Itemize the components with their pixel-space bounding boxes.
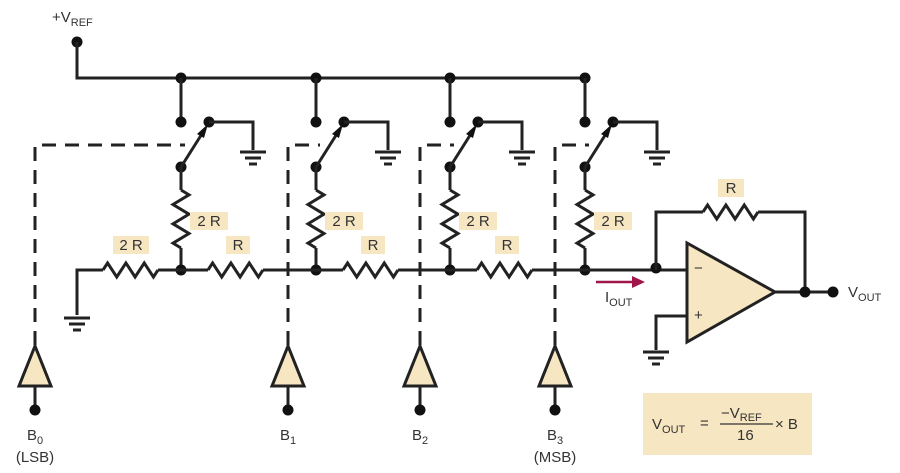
resistor-label-2r-bg xyxy=(325,212,363,230)
bit-sub: 3 xyxy=(557,435,563,447)
switch-arrow-icon xyxy=(466,124,477,138)
resistor-label-2r-bg xyxy=(113,236,149,254)
junction-dot xyxy=(799,286,811,298)
resistor xyxy=(574,188,596,250)
vref-label: +VREF xyxy=(52,9,93,29)
ground-icon xyxy=(64,316,90,332)
ground-icon xyxy=(644,150,670,166)
resistor-label-r-bg xyxy=(495,236,519,254)
formula-equals: = xyxy=(700,415,709,432)
resistor-label-2r: 2 R xyxy=(119,237,143,254)
resistor-label-2r-bg xyxy=(594,212,632,230)
buffer-icon xyxy=(401,341,439,388)
resistor xyxy=(341,260,400,280)
op-amp-minus: − xyxy=(694,260,703,277)
junction-dot xyxy=(827,286,839,298)
bit-note: (MSB) xyxy=(534,449,577,466)
buffer-icon xyxy=(16,341,54,388)
bit-sub: 1 xyxy=(290,435,296,447)
wire xyxy=(75,42,585,80)
resistor-label-r: R xyxy=(368,237,379,254)
resistor-label-2r: 2 R xyxy=(332,213,356,230)
iout-label: IOUT xyxy=(605,289,633,309)
resistor xyxy=(101,260,160,280)
bit-label-b1: B1 xyxy=(280,427,296,447)
resistor xyxy=(475,260,534,280)
formula-times-b: × B xyxy=(775,416,798,433)
junction-dot xyxy=(175,116,187,128)
junction-dot xyxy=(549,404,561,416)
wire xyxy=(654,314,687,350)
bit-label-b3: B3 xyxy=(547,427,563,447)
bit-name: B xyxy=(412,427,422,444)
op-amp-plus: + xyxy=(694,307,703,324)
wire xyxy=(209,120,255,150)
bit-note: (LSB) xyxy=(16,449,54,466)
bit-name: B xyxy=(280,427,290,444)
control-dashed-line xyxy=(33,143,185,345)
resistor-label-2r: 2 R xyxy=(466,213,490,230)
junction-dot xyxy=(29,404,41,416)
junction-dot xyxy=(414,404,426,416)
resistor xyxy=(439,188,461,250)
iout-arrow xyxy=(596,276,645,288)
ground-icon xyxy=(375,150,401,166)
vout-label: VOUT xyxy=(848,284,882,304)
resistor-label-r-bg xyxy=(361,236,385,254)
wire xyxy=(478,120,524,150)
formula-lhs: VOUT xyxy=(652,416,686,436)
resistor-label-r-bg xyxy=(226,236,250,254)
buffer-icon xyxy=(269,341,307,388)
output-formula: VOUT = −VREF 16 × B xyxy=(643,393,812,455)
junction-dot xyxy=(579,116,591,128)
op-amp: − + xyxy=(685,240,779,345)
formula-numerator: −VREF xyxy=(721,405,762,424)
bit-label-b0: B0 xyxy=(27,427,43,447)
bit-label-b2: B2 xyxy=(412,427,428,447)
ground-icon xyxy=(643,350,669,366)
resistor-label-r: R xyxy=(233,237,244,254)
resistor-label-2r: 2 R xyxy=(197,213,221,230)
bit-name: B xyxy=(547,427,557,444)
bit-sub: 0 xyxy=(37,435,43,447)
wire xyxy=(654,210,703,270)
resistor-label-r: R xyxy=(502,237,513,254)
resistor-label-2r-bg xyxy=(459,212,497,230)
bit-name: B xyxy=(27,427,37,444)
feedback-resistor-label: R xyxy=(726,180,737,197)
junction-dot xyxy=(282,404,294,416)
wire xyxy=(75,268,103,315)
wire xyxy=(613,120,659,150)
bit-sub: 2 xyxy=(422,435,428,447)
resistor-label-2r-bg xyxy=(190,212,228,230)
ground-icon xyxy=(509,150,535,166)
resistor xyxy=(701,202,760,222)
switch-arrow-icon xyxy=(197,124,208,138)
junction-dot xyxy=(310,116,322,128)
feedback-resistor-label-bg xyxy=(718,179,744,197)
resistor xyxy=(170,188,192,250)
resistor xyxy=(305,188,327,250)
buffer-icon xyxy=(536,341,574,388)
wire xyxy=(344,120,390,150)
junction-dot xyxy=(444,116,456,128)
switch-arrow-icon xyxy=(332,124,343,138)
wire xyxy=(758,210,807,292)
formula-denominator: 16 xyxy=(737,427,754,444)
resistor-label-2r: 2 R xyxy=(601,213,625,230)
switch-arrow-icon xyxy=(601,124,612,138)
ground-icon xyxy=(240,150,266,166)
resistor xyxy=(206,260,265,280)
